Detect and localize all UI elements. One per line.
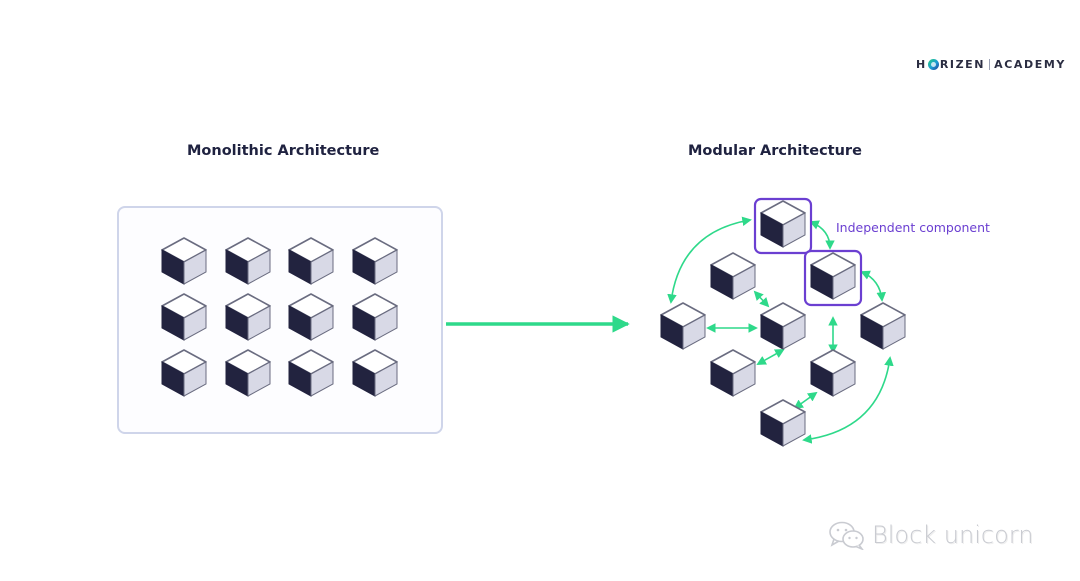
modular-component-cube-h [810,349,856,397]
cube-light-face [782,411,806,447]
modular-component-cube-g [710,349,756,397]
monolithic-component-cube [161,349,207,397]
monolithic-cubes [161,237,398,397]
cube-light-face [310,249,334,285]
cube-light-face [732,264,756,300]
monolithic-component-cube [288,237,334,285]
brand-academy: ACADEMY [994,57,1066,71]
connection-arrow-i-f [802,356,894,444]
cube-light-face [183,361,207,397]
cube-light-face [183,305,207,341]
monolithic-component-cube [288,349,334,397]
cube-light-face [782,314,806,350]
cube-light-face [310,305,334,341]
modular-cubes [660,200,906,447]
modular-component-cube-c [810,252,856,300]
monolithic-component-cube [225,237,271,285]
cube-light-face [247,305,271,341]
modular-connections [667,216,894,444]
cube-light-face [832,361,856,397]
monolithic-component-cube [161,293,207,341]
horizen-o-logo-icon [927,58,939,70]
cube-light-face [183,249,207,285]
cube-light-face [832,264,856,300]
modular-component-cube-e [760,302,806,350]
monolithic-component-cube [288,293,334,341]
cube-light-face [247,249,271,285]
connection-arrow-b-e [753,290,770,308]
cube-light-face [782,212,806,248]
monolithic-component-cube [161,237,207,285]
connection-arrow-e-g [756,349,785,365]
monolithic-title: Monolithic Architecture [187,143,380,159]
modular-component-cube-d [660,302,706,350]
cube-light-face [882,314,906,350]
connection-arrow-a-d [667,216,752,304]
cube-light-face [682,314,706,350]
cube-light-face [374,361,398,397]
monolithic-component-cube [352,293,398,341]
monolithic-component-cube [225,293,271,341]
modular-component-cube-f [860,302,906,350]
brand-letter-h: H [916,57,927,71]
modular-component-cube-i [760,399,806,447]
cube-light-face [374,249,398,285]
brand-rizen: RIZEN [939,57,986,71]
independent-component-label: Independent component [836,220,990,235]
cube-light-face [374,305,398,341]
modular-component-cube-b [710,252,756,300]
connection-arrow-h-i [793,391,818,410]
watermark: Block unicorn [828,520,1033,550]
horizen-academy-logo: H RIZEN ACADEMY [916,56,1066,72]
watermark-text: Block unicorn [872,521,1034,549]
brand-divider [989,58,991,70]
connection-arrow-c-f [860,270,887,302]
modular-title: Modular Architecture [688,143,862,159]
connection-arrow-a-c [809,220,835,250]
monolithic-component-cube [352,237,398,285]
cube-light-face [310,361,334,397]
wechat-icon [829,521,864,550]
cube-light-face [732,361,756,397]
monolithic-component-cube [225,349,271,397]
monolithic-component-cube [352,349,398,397]
cube-light-face [247,361,271,397]
modular-component-cube-a [760,200,806,248]
